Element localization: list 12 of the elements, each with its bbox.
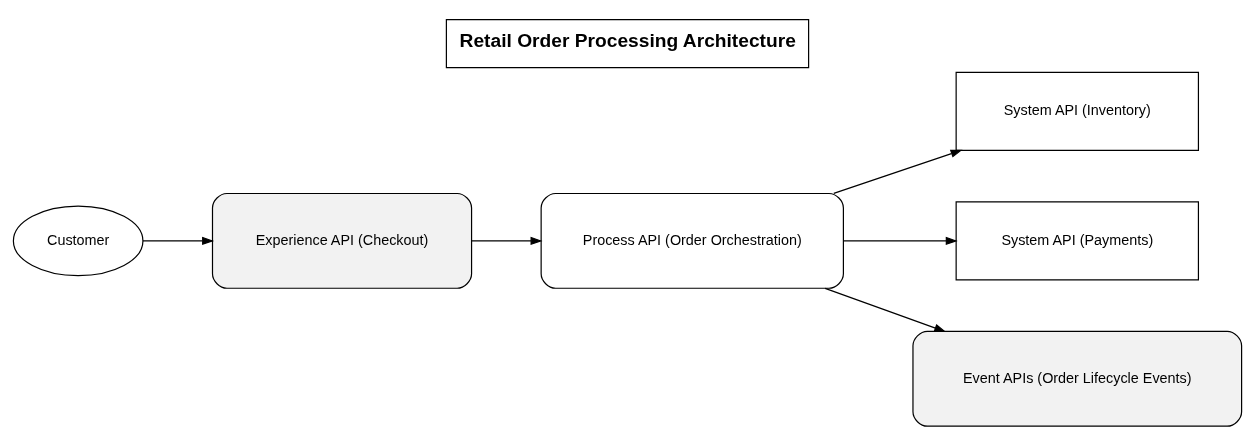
arrow: [843, 236, 958, 246]
node-box: Event APIs (Order Lifecycle Events): [912, 330, 1243, 427]
diagram-title: Retail Order Processing Architecture: [459, 29, 796, 51]
node-box: Experience API (Checkout): [211, 192, 473, 289]
arrow: [833, 149, 963, 194]
arrow: [824, 287, 947, 332]
node-box: Process API (Order Orchestration): [540, 192, 844, 289]
node-box: System API (Inventory): [955, 71, 1200, 151]
arrow: [142, 236, 215, 246]
node-ellipse: Customer: [12, 205, 144, 277]
arrow: [471, 236, 543, 246]
node-box: System API (Payments): [955, 201, 1200, 281]
